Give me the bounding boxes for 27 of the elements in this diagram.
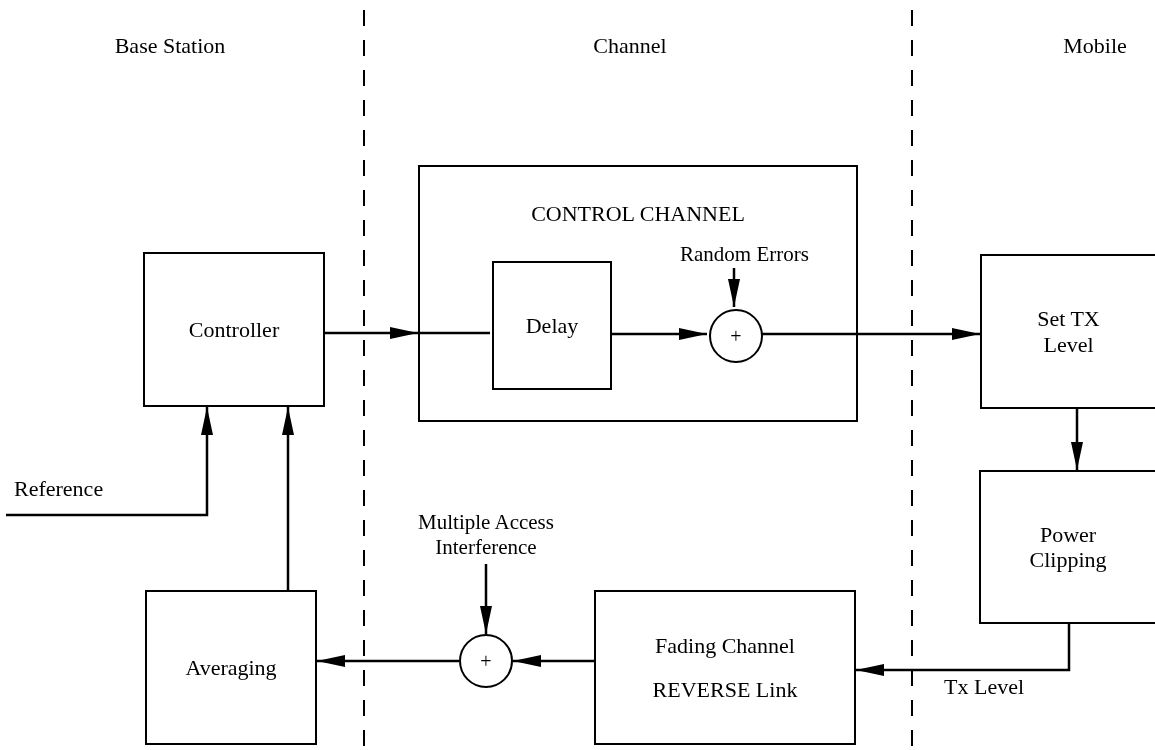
input-text: Random Errors: [632, 240, 857, 270]
arrow: [856, 624, 1071, 676]
arrow: [282, 407, 294, 590]
arrow: [480, 564, 492, 634]
arrow: [1071, 409, 1083, 470]
section-label: Channel: [592, 35, 668, 57]
input-text: Multiple Access Interference: [370, 506, 602, 564]
process-box: Averaging: [145, 590, 317, 745]
process-box: Delay: [492, 261, 612, 390]
input-text: Reference: [6, 478, 156, 515]
process-box: [594, 590, 856, 745]
arrow: [6, 407, 213, 517]
box-text: Fading Channel: [655, 634, 795, 657]
process-box: Power Clipping: [979, 470, 1155, 624]
summing-junction: +: [709, 309, 763, 363]
arrow: [317, 655, 459, 667]
group-heading: CONTROL CHANNEL: [530, 203, 746, 225]
section-label: Mobile: [1062, 35, 1128, 57]
arrow: [728, 268, 740, 307]
channel-group-box: [418, 165, 858, 422]
section-label: Base Station: [113, 35, 227, 57]
arrow: [325, 327, 418, 339]
process-box: Controller: [143, 252, 325, 407]
box-text: REVERSE Link: [652, 678, 798, 701]
summing-junction: +: [459, 634, 513, 688]
arrow: [513, 655, 594, 667]
process-box: Set TX Level: [980, 254, 1155, 409]
